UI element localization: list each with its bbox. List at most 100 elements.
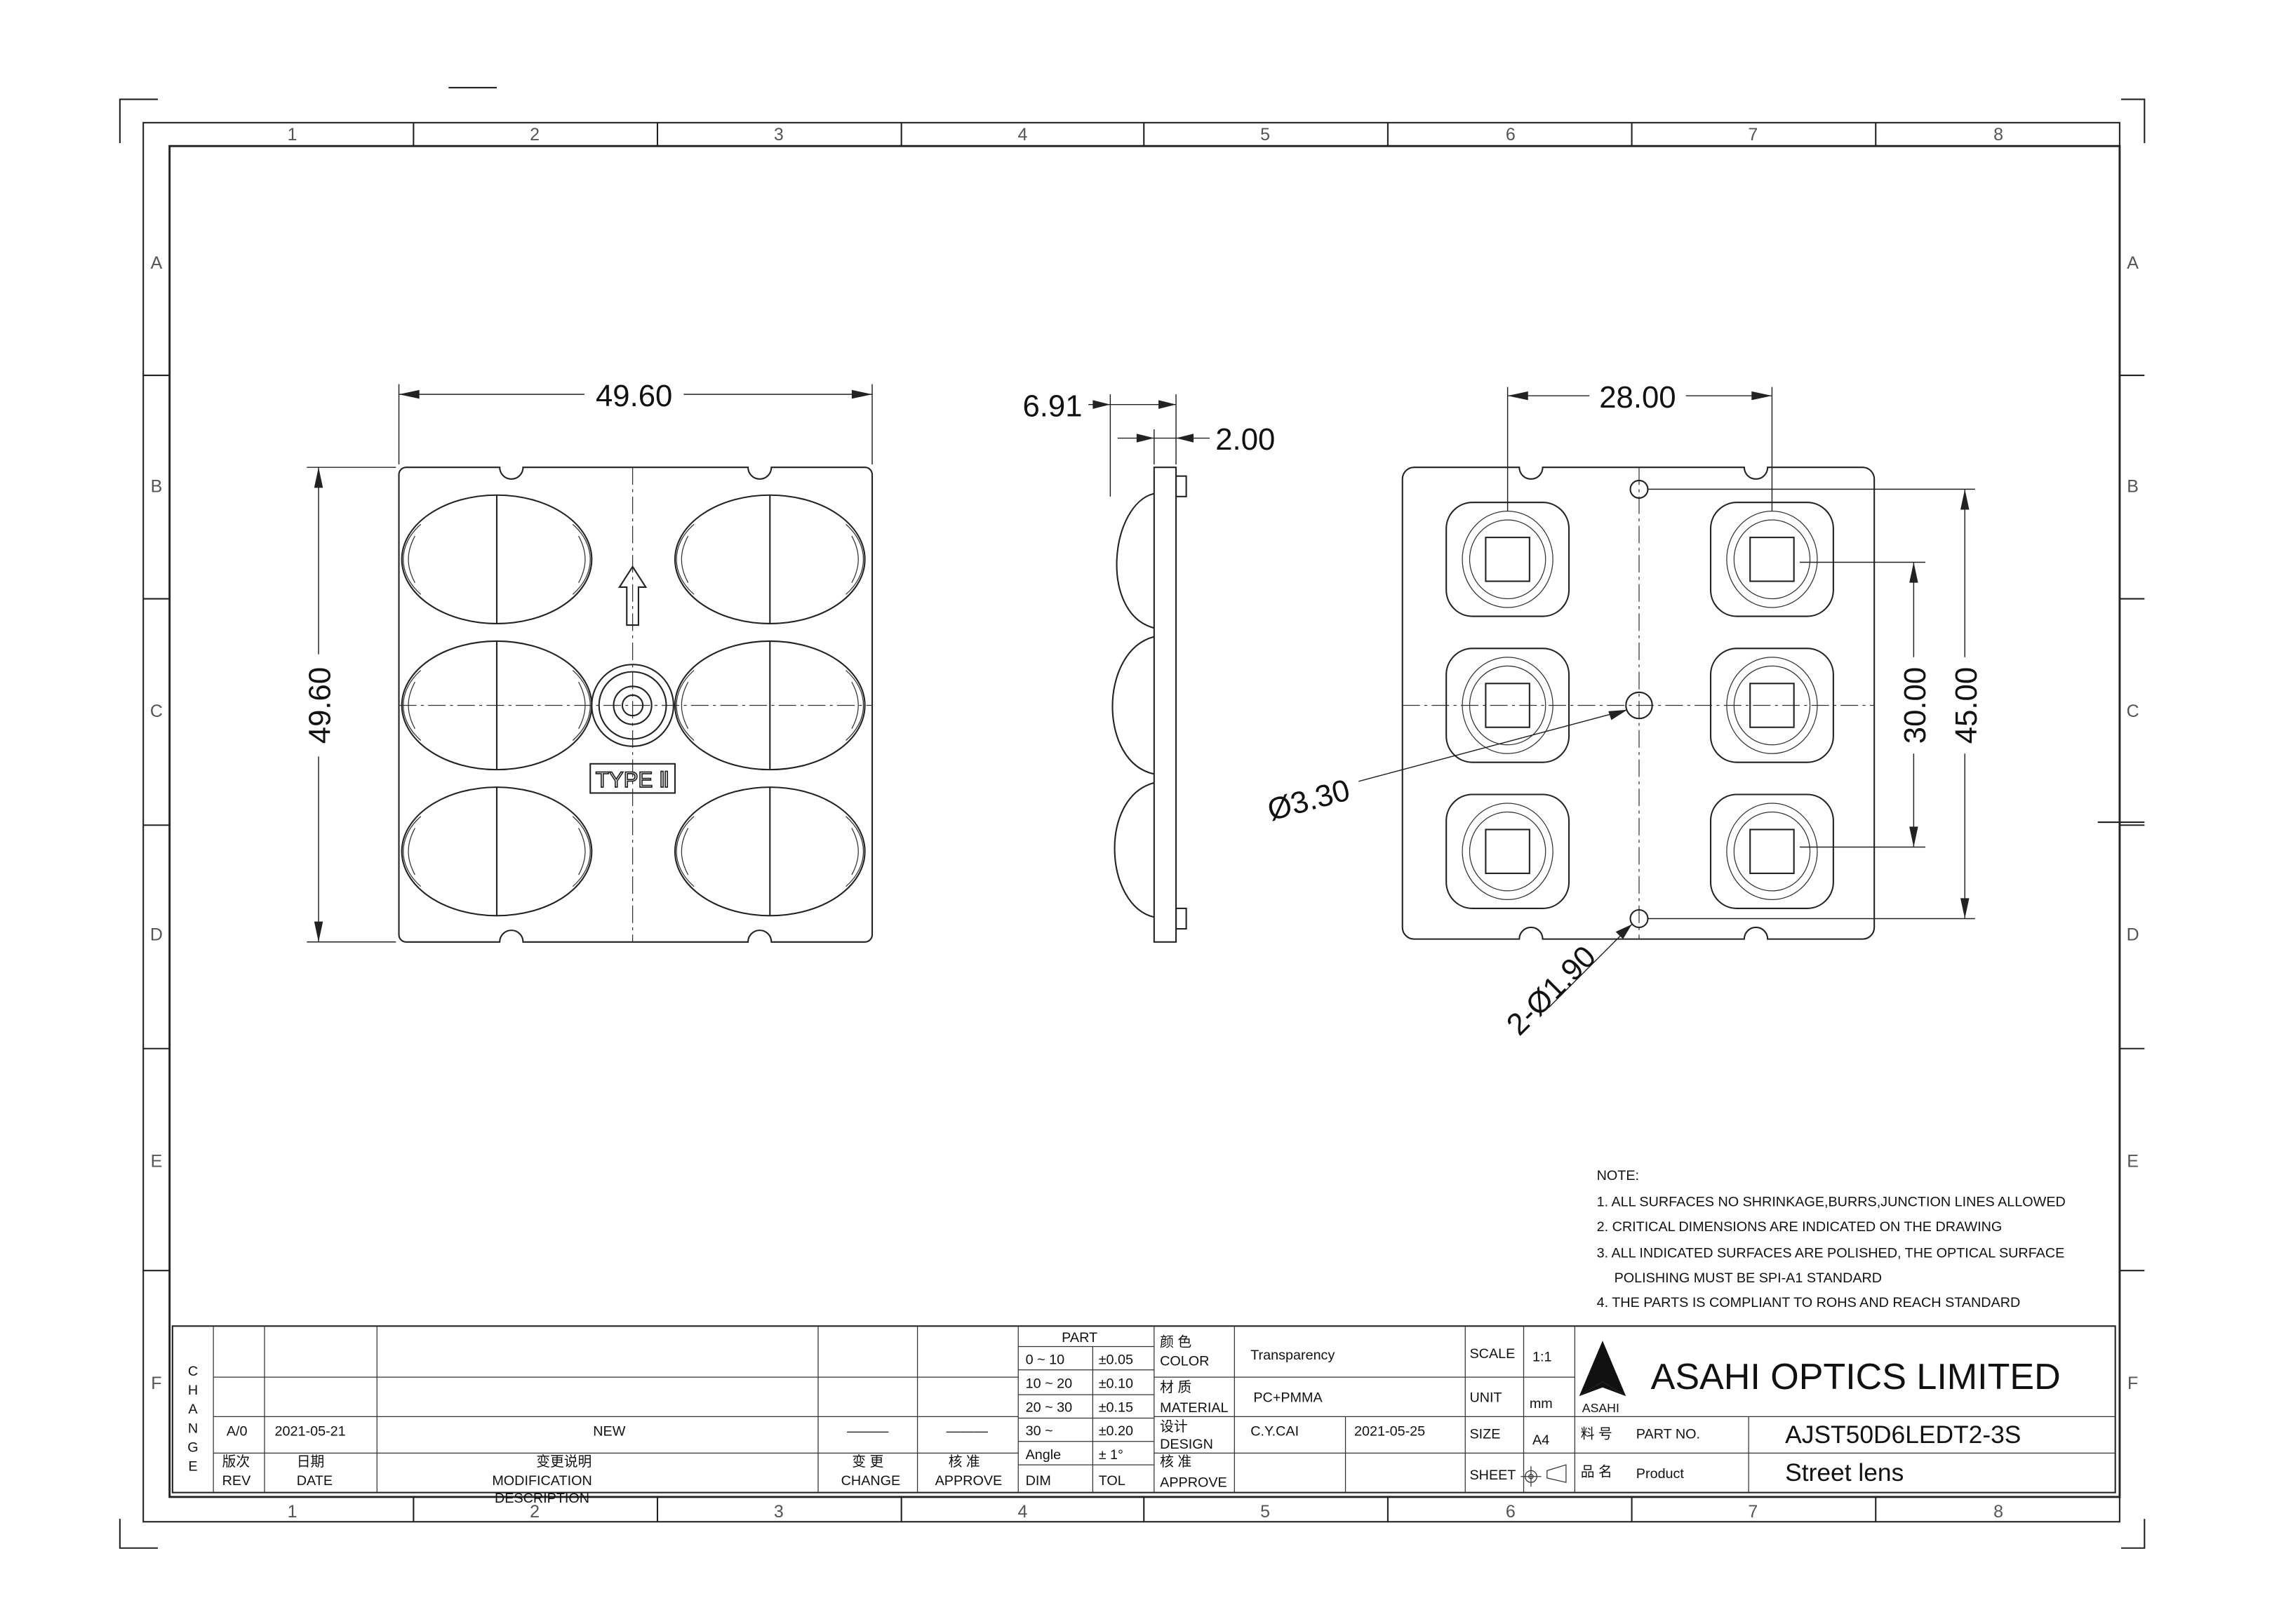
approve-header: APPROVE <box>935 1473 1003 1489</box>
color-value: Transparency <box>1250 1348 1335 1363</box>
tolerance-range: 10 ~ 20 <box>1026 1376 1073 1391</box>
tolerance-value: ±0.20 <box>1099 1423 1133 1439</box>
tol-label: TOL <box>1099 1473 1125 1489</box>
change-letter: H <box>188 1383 198 1398</box>
unit-label: UNIT <box>1469 1390 1502 1406</box>
dim-label: DIM <box>1026 1473 1051 1489</box>
row-label: B <box>2127 477 2139 497</box>
tolerance-value: ± 1° <box>1099 1447 1123 1463</box>
back-view: 28.00 30.00 45.00 Ø3.30 2-Ø1.90 <box>1264 377 1984 1042</box>
title-block: CHANGE A/0 2021-05-21 NEW ——— ——— 版次 REV… <box>171 1325 2116 1506</box>
row-label: D <box>150 925 163 945</box>
type-marking: TYPE Ⅱ <box>596 767 670 792</box>
rev-approve: ——— <box>947 1423 989 1439</box>
projection-symbol-icon <box>1521 1464 1567 1487</box>
lens-element <box>401 494 593 624</box>
approve-label: APPROVE <box>1160 1475 1227 1490</box>
row-label: B <box>151 477 163 497</box>
rev-change: ——— <box>847 1423 889 1439</box>
lens-element <box>674 494 866 624</box>
change-letter: N <box>188 1421 198 1436</box>
color-label-cn: 颜 色 <box>1160 1334 1191 1350</box>
front-view: TYPE Ⅱ 49.60 49.60 <box>301 373 874 943</box>
sheet-frame <box>119 86 2146 1549</box>
plate-thickness-dimension: 2.00 <box>1215 422 1275 457</box>
product-label: Product <box>1636 1466 1685 1482</box>
column-label: 6 <box>1506 1502 1516 1522</box>
product-value: Street lens <box>1785 1459 1904 1487</box>
lens-element <box>674 786 866 917</box>
unit-value: mm <box>1530 1396 1553 1411</box>
lens-pocket <box>1445 647 1570 763</box>
column-label: 2 <box>530 1502 540 1522</box>
design-date: 2021-05-25 <box>1354 1423 1425 1439</box>
note-3: 3. ALL INDICATED SURFACES ARE POLISHED, … <box>1597 1245 2065 1261</box>
change-letter: E <box>188 1458 197 1474</box>
notes: NOTE: 1. ALL SURFACES NO SHRINKAGE,BURRS… <box>1597 1168 2066 1310</box>
tolerance-range: 0 ~ 10 <box>1026 1352 1065 1367</box>
company-name: ASAHI OPTICS LIMITED <box>1651 1357 2061 1397</box>
row-label: F <box>2127 1374 2138 1393</box>
note-3-cont: POLISHING MUST BE SPI-A1 STANDARD <box>1615 1270 1882 1286</box>
row-label: F <box>151 1374 161 1393</box>
column-label: 5 <box>1260 1502 1270 1522</box>
lens-element <box>674 640 866 771</box>
change-letter: C <box>188 1364 198 1379</box>
note-1: 1. ALL SURFACES NO SHRINKAGE,BURRS,JUNCT… <box>1597 1195 2066 1210</box>
row-label: C <box>2127 702 2139 721</box>
column-label: 7 <box>1748 125 1758 145</box>
material-label: MATERIAL <box>1160 1400 1228 1416</box>
scale-value: 1:1 <box>1532 1349 1551 1364</box>
tolerance-value: ±0.15 <box>1099 1400 1133 1415</box>
approve-label-cn: 核 准 <box>1160 1454 1191 1470</box>
column-label: 1 <box>288 125 298 145</box>
size-value: A4 <box>1532 1432 1549 1448</box>
rev-description: NEW <box>593 1423 625 1439</box>
thickness-dimension: 6.91 <box>1022 389 1082 423</box>
lens-pocket <box>1445 502 1570 617</box>
change-letter: A <box>188 1402 198 1417</box>
column-label: 4 <box>1018 1502 1028 1522</box>
design-label: DESIGN <box>1160 1437 1213 1452</box>
scale-label: SCALE <box>1469 1346 1515 1362</box>
approve-header-cn: 核 准 <box>949 1454 980 1470</box>
column-label: 3 <box>774 125 784 145</box>
material-value: PC+PMMA <box>1253 1390 1323 1406</box>
date-header-cn: 日期 <box>297 1454 325 1470</box>
product-label-cn: 品 名 <box>1581 1465 1612 1480</box>
lens-pocket <box>1709 647 1834 763</box>
sheet-label: SHEET <box>1469 1468 1516 1483</box>
column-label: 7 <box>1748 1502 1758 1522</box>
hole-pitch-y-dimension: 30.00 <box>1898 667 1932 744</box>
tolerance-range: Angle <box>1026 1447 1062 1463</box>
note-4: 4. THE PARTS IS COMPLIANT TO ROHS AND RE… <box>1597 1295 2021 1310</box>
row-label: A <box>2127 253 2139 273</box>
tolerance-title: PART <box>1062 1330 1097 1345</box>
rev-date: 2021-05-21 <box>275 1423 346 1439</box>
designer: C.Y.CAI <box>1250 1423 1299 1439</box>
center-hole-dimension: Ø3.30 <box>1264 773 1354 828</box>
lens-pocket <box>1709 793 1834 909</box>
asahi-logo: ASAHI <box>1579 1341 1626 1415</box>
svg-text:ASAHI: ASAHI <box>1582 1401 1619 1415</box>
change-header: CHANGE <box>841 1473 901 1489</box>
design-label-cn: 设计 <box>1160 1419 1188 1435</box>
row-label: E <box>2127 1151 2139 1171</box>
size-label: SIZE <box>1469 1427 1500 1442</box>
column-label: 8 <box>1993 1502 2003 1522</box>
column-label: 5 <box>1260 125 1270 145</box>
notes-title: NOTE: <box>1597 1168 1639 1183</box>
lens-element <box>401 640 593 771</box>
desc-header-cn: 变更说明 <box>536 1454 592 1470</box>
column-label: 3 <box>774 1502 784 1522</box>
width-dimension: 49.60 <box>596 379 672 413</box>
tolerance-range: 30 ~ <box>1026 1423 1053 1439</box>
pin-pitch-dimension: 45.00 <box>1949 667 1984 744</box>
row-label: D <box>2127 925 2139 945</box>
note-2: 2. CRITICAL DIMENSIONS ARE INDICATED ON … <box>1597 1219 2003 1235</box>
orientation-arrow-icon <box>617 565 648 626</box>
lens-element <box>401 786 593 917</box>
rev-value: A/0 <box>227 1423 248 1439</box>
part-no-label: PART NO. <box>1636 1427 1700 1442</box>
